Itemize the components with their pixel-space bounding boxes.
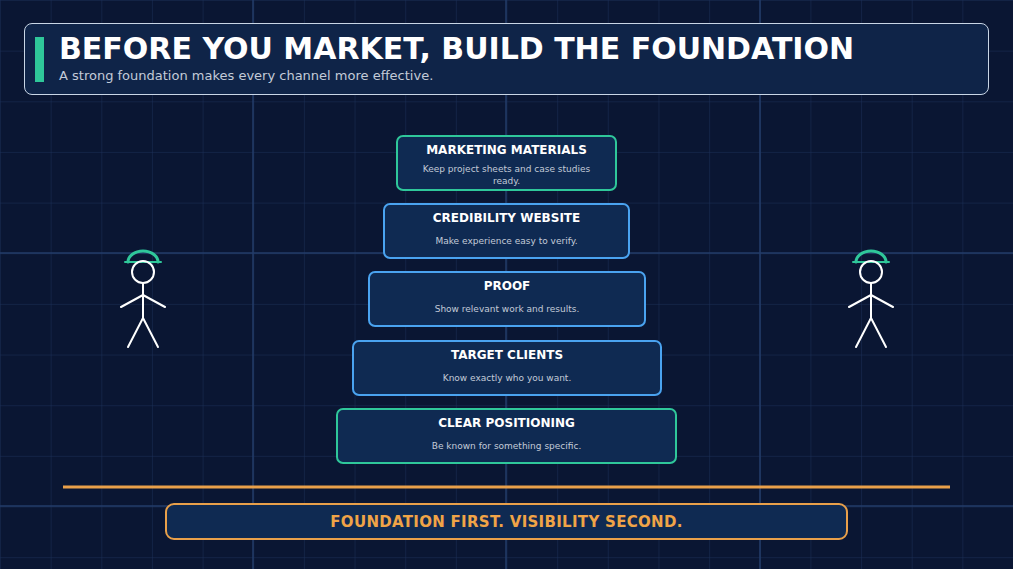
motto-banner: FOUNDATION FIRST. VISIBILITY SECOND. — [165, 503, 848, 540]
tier-heading: MARKETING MATERIALS — [426, 143, 587, 158]
pyramid-tier: MARKETING MATERIALS Keep project sheets a… — [396, 135, 617, 191]
accent-bar — [35, 37, 47, 85]
tier-heading: TARGET CLIENTS — [451, 348, 563, 363]
tier-heading: PROOF — [484, 279, 531, 294]
stick-figure — [121, 251, 165, 347]
tier-description: Show relevant work and results. — [435, 303, 580, 315]
motto-text: FOUNDATION FIRST. VISIBILITY SECOND. — [330, 513, 682, 531]
pyramid-tier: CREDIBILITY WEBSITE Make experience easy … — [383, 203, 630, 259]
pyramid-tier: TARGET CLIENTS Know exactly who you want. — [352, 340, 662, 396]
foundation-line — [63, 486, 950, 489]
tier-heading: CREDIBILITY WEBSITE — [433, 211, 581, 226]
stick-figure — [849, 251, 893, 347]
pyramid-tier: CLEAR POSITIONING Be known for something … — [336, 408, 677, 464]
tier-description: Be known for something specific. — [432, 440, 582, 452]
tier-description: Know exactly who you want. — [443, 372, 572, 384]
tier-description: Keep project sheets and case studies rea… — [416, 163, 597, 187]
diagram-title: BEFORE YOU MARKET, BUILD THE FOUNDATION — [59, 31, 854, 67]
tier-description: Make experience easy to verify. — [435, 235, 577, 247]
pyramid-tier: PROOF Show relevant work and results. — [368, 271, 646, 327]
tier-heading: CLEAR POSITIONING — [438, 416, 575, 431]
subtitle-text: A strong foundation makes every channel … — [59, 67, 433, 84]
